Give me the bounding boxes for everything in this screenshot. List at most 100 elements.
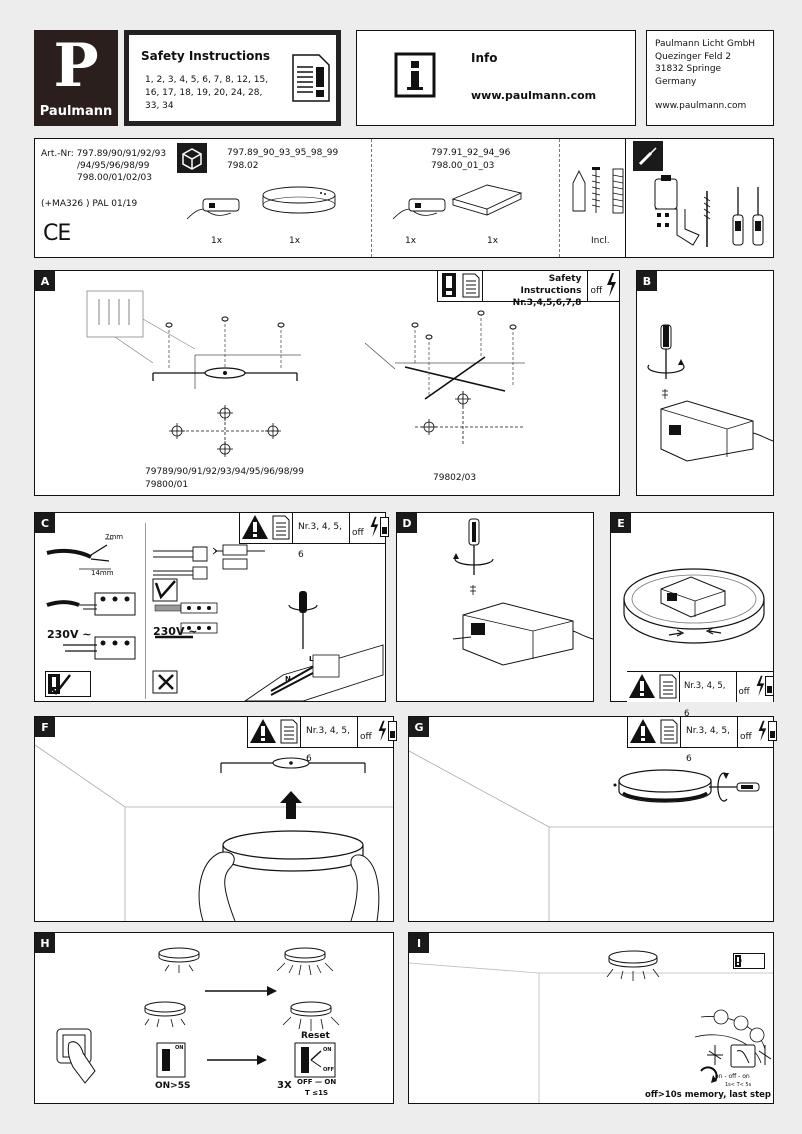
off-label: off bbox=[351, 528, 364, 538]
document-icon bbox=[660, 719, 678, 744]
panel-label: A bbox=[35, 271, 55, 291]
power-off-cell: off bbox=[356, 717, 397, 747]
strip-length-7mm: 7mm bbox=[105, 533, 124, 541]
panel-c: C Nr.3, 4, 5, 6 off 7mm 14mm 230V ~ bbox=[34, 512, 389, 702]
document-icon bbox=[272, 515, 290, 540]
on-off-on-label: on - off - on bbox=[715, 1073, 750, 1080]
parts-box: Art.-Nr: 797.89/90/91/92/93 /94/95/96/98… bbox=[34, 138, 774, 258]
safety-strip: Nr.3, 4, 5, 6 off bbox=[239, 513, 389, 560]
art-number-line: Art.-Nr: 797.89/90/91/92/93 bbox=[41, 149, 167, 159]
panel-label: I bbox=[409, 933, 429, 953]
safety-numbers-3: 33, 34 bbox=[145, 101, 174, 111]
safety-title: Safety Instructions bbox=[141, 49, 271, 63]
driver-in-luminaire-diagram bbox=[623, 568, 765, 644]
off-label: off bbox=[590, 286, 603, 296]
warning-triangle-icon bbox=[242, 515, 268, 539]
panel-label: C bbox=[35, 513, 55, 533]
included-label: Incl. bbox=[591, 236, 610, 246]
cable-strip-diagram bbox=[46, 538, 136, 660]
lightning-icon bbox=[607, 273, 617, 297]
memory-function-diagram bbox=[408, 950, 773, 1103]
switch-icon bbox=[767, 721, 777, 741]
group1-code-1: 797.89_90_93_95_98_99 bbox=[227, 148, 339, 158]
switch-icon bbox=[379, 517, 389, 537]
timing-label: T ≤1S bbox=[305, 1089, 328, 1097]
info-url[interactable]: www.paulmann.com bbox=[471, 89, 597, 102]
caption-models-3: 79802/03 bbox=[433, 473, 477, 483]
warning-triangle-icon bbox=[629, 674, 655, 698]
switch-on-icon bbox=[156, 1042, 186, 1078]
driver-with-cable-icon bbox=[392, 198, 446, 220]
lightning-icon bbox=[378, 720, 387, 742]
divider bbox=[625, 139, 626, 257]
address-line: Germany bbox=[655, 76, 697, 87]
drill-icon bbox=[654, 175, 700, 246]
ceiling-mount-diagram-square bbox=[364, 310, 525, 445]
correct-badge bbox=[45, 671, 91, 697]
square-panel-icon bbox=[451, 184, 523, 216]
warning-exclamation-icon bbox=[442, 273, 456, 297]
hand-pressing-switch-icon bbox=[56, 1028, 96, 1084]
panel-a: A Safety Instructions Nr.3,4,5,6,7,8 off bbox=[34, 270, 620, 496]
nr-cell: Nr.3, 4, 5, 6 bbox=[679, 672, 736, 719]
qty-driver-2: 1x bbox=[405, 236, 417, 246]
document-warning-icon bbox=[292, 54, 330, 102]
ce-mark: CE bbox=[43, 221, 71, 246]
voltage-label: 230V ~ bbox=[47, 628, 92, 641]
warning-triangle-icon bbox=[630, 719, 656, 743]
address-url[interactable]: www.paulmann.com bbox=[655, 101, 747, 111]
drill-bit-icon bbox=[703, 191, 711, 247]
nr-cell: Nr.3, 4, 5, 6 bbox=[292, 513, 349, 560]
power-off-cell: off bbox=[348, 513, 389, 543]
screws-and-plugs-icon bbox=[572, 167, 624, 214]
group2-code-1: 797.91_92_94_96 bbox=[431, 148, 511, 158]
safety-nr: Nr.3,4,5,6,7,8 bbox=[512, 298, 582, 308]
live-terminal-label: L bbox=[309, 655, 314, 663]
nr-cell: Nr.3, 4, 5, 6 bbox=[680, 717, 737, 764]
safety-instructions-box: Safety Instructions 1, 2, 3, 4, 5, 6, 7,… bbox=[124, 30, 341, 126]
close-driver-diagram bbox=[452, 518, 594, 666]
caption-models-2: 79800/01 bbox=[145, 480, 189, 490]
light-state-diagram bbox=[144, 947, 340, 1031]
panel-label: B bbox=[637, 271, 657, 291]
switch-on-label: ON bbox=[175, 1045, 184, 1051]
address-block: Paulmann Licht GmbH Quezinger Feld 2 318… bbox=[655, 38, 755, 113]
warning-exclamation-icon bbox=[735, 955, 741, 967]
timing-label: 1s< T< 5s bbox=[725, 1082, 752, 1088]
panel-e: E Nr.3, 4, 5, 6 off bbox=[610, 512, 774, 719]
brand-logo: P Paulmann bbox=[34, 30, 118, 126]
switch-on-label: ON bbox=[323, 1047, 332, 1053]
off-label: off bbox=[738, 687, 750, 697]
panel-i: I on on - off - on 1s< T< 5s off>10s mem… bbox=[408, 932, 774, 1104]
power-off-cell: off bbox=[736, 717, 777, 747]
group1-code-2: 798.02 bbox=[227, 161, 259, 171]
safety-numbers-2: 16, 17, 18, 19, 20, 24, 28, bbox=[145, 88, 263, 98]
panel-label: D bbox=[397, 513, 417, 533]
reset-label: Reset bbox=[301, 1031, 330, 1041]
power-off-cell: off bbox=[735, 672, 774, 702]
screwdriver-open-driver-diagram bbox=[647, 324, 774, 462]
checkmark-icon bbox=[48, 674, 71, 695]
safety-strip: Nr.3, 4, 5, 6 off bbox=[247, 717, 397, 764]
on-indicator: on bbox=[733, 953, 765, 969]
document-icon bbox=[462, 273, 480, 298]
info-icon bbox=[394, 52, 436, 98]
divider bbox=[559, 139, 560, 257]
panel-label: H bbox=[35, 933, 55, 953]
art-number-block: Art.-Nr: 797.89/90/91/92/93 /94/95/96/98… bbox=[41, 148, 166, 184]
mount-luminaire-diagram bbox=[34, 744, 393, 922]
document-icon bbox=[280, 719, 298, 744]
panel-f: F Nr.3, 4, 5, 6 off bbox=[34, 716, 397, 922]
off-label: off bbox=[359, 732, 372, 742]
lightning-icon bbox=[756, 675, 764, 697]
address-line: Paulmann Licht GmbH bbox=[655, 39, 756, 49]
panel-h: H ON ON>5S Reset ON OFF 3X OFF — ON T ≤1… bbox=[34, 932, 394, 1104]
group2-code-2: 798.00_01_03 bbox=[431, 161, 495, 171]
repeat-count-label: 3X bbox=[277, 1080, 292, 1091]
off-on-sequence-label: OFF — ON bbox=[297, 1078, 337, 1086]
off-label: off bbox=[739, 732, 752, 742]
switch-icon bbox=[387, 721, 397, 741]
switch-toggle-icon bbox=[294, 1042, 336, 1078]
qty-panel-2: 1x bbox=[487, 236, 499, 246]
address-line bbox=[655, 88, 755, 100]
